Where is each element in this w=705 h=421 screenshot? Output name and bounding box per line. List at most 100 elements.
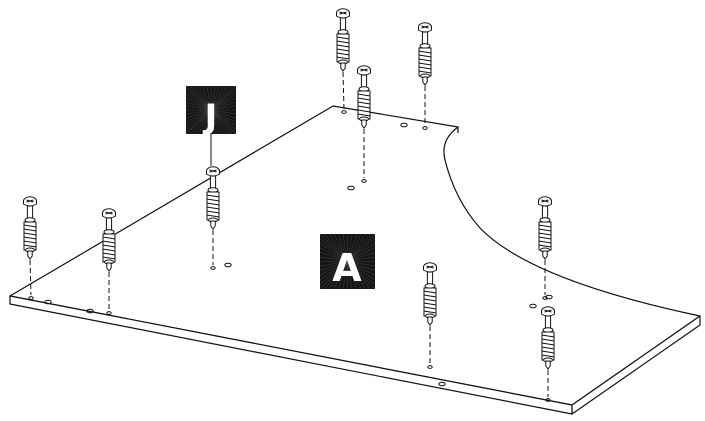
label-hatch xyxy=(347,252,376,262)
label-hatch xyxy=(210,109,224,135)
label-hatch xyxy=(333,261,348,290)
label-hatch xyxy=(319,261,348,276)
label-hatch xyxy=(210,109,232,135)
label-hatch xyxy=(185,85,212,111)
label-hatch xyxy=(190,85,212,111)
label-hatch xyxy=(319,247,348,262)
label-hatch xyxy=(324,261,348,290)
cam-hole xyxy=(529,303,537,309)
drill-hole xyxy=(210,266,216,270)
drill-hole xyxy=(422,126,428,130)
label-hatch xyxy=(210,85,224,111)
label-hatch xyxy=(185,109,212,123)
label-hatch xyxy=(347,261,376,290)
label-hatch xyxy=(210,89,237,111)
cam-hole xyxy=(438,381,446,387)
label-hatch xyxy=(206,109,212,135)
drill-hole xyxy=(106,311,112,315)
label-hatch xyxy=(198,109,212,135)
label-hatch xyxy=(210,85,232,111)
cam-hole xyxy=(44,299,52,305)
cam-hole xyxy=(347,185,355,191)
label-hatch xyxy=(338,261,348,290)
cam-hole xyxy=(400,122,408,128)
label-hatch xyxy=(185,89,212,111)
label-hatch xyxy=(329,233,348,262)
label-hatch xyxy=(210,85,220,111)
label-hatch xyxy=(198,85,212,111)
label-hatch xyxy=(347,256,376,262)
label-hatch xyxy=(342,261,348,290)
label-hatch xyxy=(347,243,376,262)
label-hatch xyxy=(347,233,353,262)
label-hatch xyxy=(347,261,362,290)
label-hatch xyxy=(329,261,348,290)
cam-hole xyxy=(224,262,232,268)
label-hatch xyxy=(347,261,371,290)
label-hatch xyxy=(347,261,376,271)
cam-bolt-icon xyxy=(102,208,116,272)
label-hatch xyxy=(210,109,237,115)
label-hatch xyxy=(347,233,362,262)
panel-label-a: A xyxy=(319,233,376,290)
label-hatch xyxy=(319,261,348,267)
label-hatch xyxy=(185,109,212,115)
label-hatch xyxy=(342,233,348,262)
label-hatch xyxy=(210,109,237,123)
guide-line xyxy=(29,259,32,296)
label-hatch xyxy=(338,233,348,262)
guide-line xyxy=(342,71,345,110)
label-hatch xyxy=(194,85,212,111)
label-hatch xyxy=(319,243,348,262)
label-hatch xyxy=(210,105,237,111)
cam-bolt-icon xyxy=(336,8,350,72)
label-hatch xyxy=(210,109,237,127)
part-label-j: J xyxy=(185,85,237,166)
label-hatch xyxy=(210,85,237,111)
cam-bolt-icon xyxy=(23,196,37,260)
label-hatch xyxy=(347,261,376,280)
label-hatch xyxy=(319,261,348,285)
label-hatch xyxy=(210,85,216,111)
label-hatch xyxy=(185,109,212,127)
label-hatch xyxy=(347,261,376,267)
label-hatch xyxy=(210,109,237,135)
label-hatch xyxy=(319,256,348,262)
label-hatch xyxy=(185,97,212,111)
part-label-j-text: J xyxy=(203,97,218,137)
label-hatch xyxy=(185,109,212,131)
label-hatch xyxy=(324,233,348,262)
label-hatch xyxy=(347,233,371,262)
panel-right-edge xyxy=(571,315,701,415)
label-hatch xyxy=(347,247,376,262)
cam-hole xyxy=(545,294,553,300)
cam-bolt-icon xyxy=(418,22,432,86)
label-hatch xyxy=(347,238,376,262)
label-hatch xyxy=(185,109,212,135)
label-hatch xyxy=(333,233,348,262)
label-hatch xyxy=(202,85,212,111)
label-hatch xyxy=(206,85,212,111)
label-hatch xyxy=(347,261,376,285)
label-hatch xyxy=(319,261,348,290)
label-hatch xyxy=(319,252,348,262)
drill-hole xyxy=(341,110,347,114)
label-hatch xyxy=(210,101,237,111)
drill-hole xyxy=(542,296,548,300)
label-hatch xyxy=(347,261,353,290)
label-hatch xyxy=(190,109,212,135)
label-hatch xyxy=(347,261,366,290)
label-hatch xyxy=(347,261,357,290)
label-hatch xyxy=(319,261,348,271)
drill-hole xyxy=(545,398,551,402)
label-hatch xyxy=(347,233,357,262)
cam-hole xyxy=(86,308,94,314)
label-hatch xyxy=(210,109,216,135)
label-hatch xyxy=(185,101,212,111)
label-hatch xyxy=(210,109,237,119)
label-hatch xyxy=(185,93,212,111)
label-hatch xyxy=(202,109,212,135)
label-hatch xyxy=(319,233,348,262)
label-hatch xyxy=(347,233,376,262)
label-hatch xyxy=(185,109,212,119)
